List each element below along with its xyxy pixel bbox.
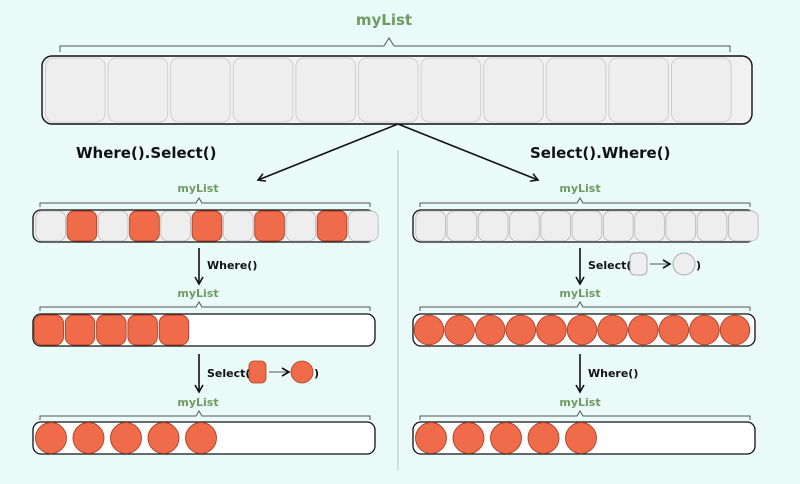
right-step3-element [527,422,560,454]
right-step3-element [452,422,485,454]
left-step2-element [96,314,127,346]
left-step3-element [110,422,142,454]
right-step1-element [728,210,759,242]
right-step2-element [566,314,598,346]
left-step1-element [160,210,192,242]
right-step2-elements [413,314,751,346]
right-step1-elements [415,210,759,242]
right-step3-element [565,422,597,454]
left-step1-element [35,210,66,242]
top-list-element [358,57,419,123]
right-step2-element [689,314,720,346]
right-step1-element [446,210,478,242]
left-step3-element [147,422,180,454]
right-step3-elements [415,422,597,454]
right-step2-element [658,314,690,346]
top-list-element [170,57,231,123]
right-op1-label-close: ) [696,259,701,272]
right-step1-element [665,210,697,242]
right-step2-element [597,314,628,346]
left-op1-label: Where() [207,259,257,272]
top-list-element [420,57,482,123]
left-step2-element [158,314,190,346]
right-step1-element [415,210,446,242]
right-step2-element [719,314,751,346]
top-list-label: myList [356,11,412,29]
right-step3-brace [419,410,751,420]
top-list-element [232,57,294,123]
left-step3-brace [39,410,371,420]
top-list-element [483,57,544,123]
right-step2-brace [419,301,751,311]
right-op1-label-open: Select( [588,259,631,272]
left-step3-list-label: myList [177,396,218,409]
left-op2-from-shape [248,360,267,384]
right-op2-label: Where() [588,367,638,380]
left-step1-selected-element [191,210,223,242]
left-step3-element [185,422,217,454]
top-list-element [107,57,169,123]
left-step2-element [33,314,64,346]
left-step1-list-label: myList [177,182,218,195]
left-title: Where().Select() [76,144,216,162]
left-op2-label-open: Select( [207,367,250,380]
left-step2-element [64,314,96,346]
left-op2-label-close: ) [314,367,319,380]
right-step2-list-label: myList [559,287,600,300]
right-step1-list-label: myList [559,182,600,195]
right-step3-element [415,422,447,454]
left-step1-element [285,210,317,242]
right-step2-element [413,314,445,346]
top-list-brace [59,37,731,52]
left-step1-elements [35,210,379,242]
right-step1-element [540,210,572,242]
left-step1-element [97,210,129,242]
right-step1-element [602,210,634,242]
right-step2-element [474,314,506,346]
left-step2-element [127,314,158,346]
right-op1-to-shape [672,252,696,276]
left-step1-element [348,210,379,242]
left-step2-list-label: myList [177,287,218,300]
arrow-to-left [256,123,399,182]
left-step3-element [35,422,67,454]
left-step1-selected-element [129,210,160,242]
left-step1-selected-element [254,210,285,242]
right-step2-element [505,314,537,346]
arrow-to-right [397,123,540,182]
left-step1-element [222,210,254,242]
right-step3-list-label: myList [559,396,600,409]
left-step2-elements [33,314,190,346]
left-step3-elements [35,422,217,454]
right-op1-from-shape [629,252,648,276]
right-step2-element [444,314,475,346]
right-step1-brace [419,197,751,207]
right-step2-element [536,314,567,346]
top-list-element [608,57,670,123]
left-step1-selected-element [66,210,98,242]
top-list-element [295,57,356,123]
right-step1-element [509,210,540,242]
top-list-elements [45,57,732,123]
right-title: Select().Where() [530,144,670,162]
right-step1-element [477,210,509,242]
left-step1-selected-element [316,210,348,242]
right-step1-element [571,210,603,242]
top-list-element [45,57,106,123]
left-step2-brace [39,301,371,311]
top-list-element [545,57,607,123]
right-step1-element [634,210,665,242]
right-step1-element [696,210,728,242]
left-op2-to-shape [290,360,314,384]
left-step3-element [72,422,105,454]
right-step3-element [490,422,522,454]
left-step1-brace [39,197,371,207]
top-list-element [671,57,732,123]
right-step2-element [627,314,659,346]
